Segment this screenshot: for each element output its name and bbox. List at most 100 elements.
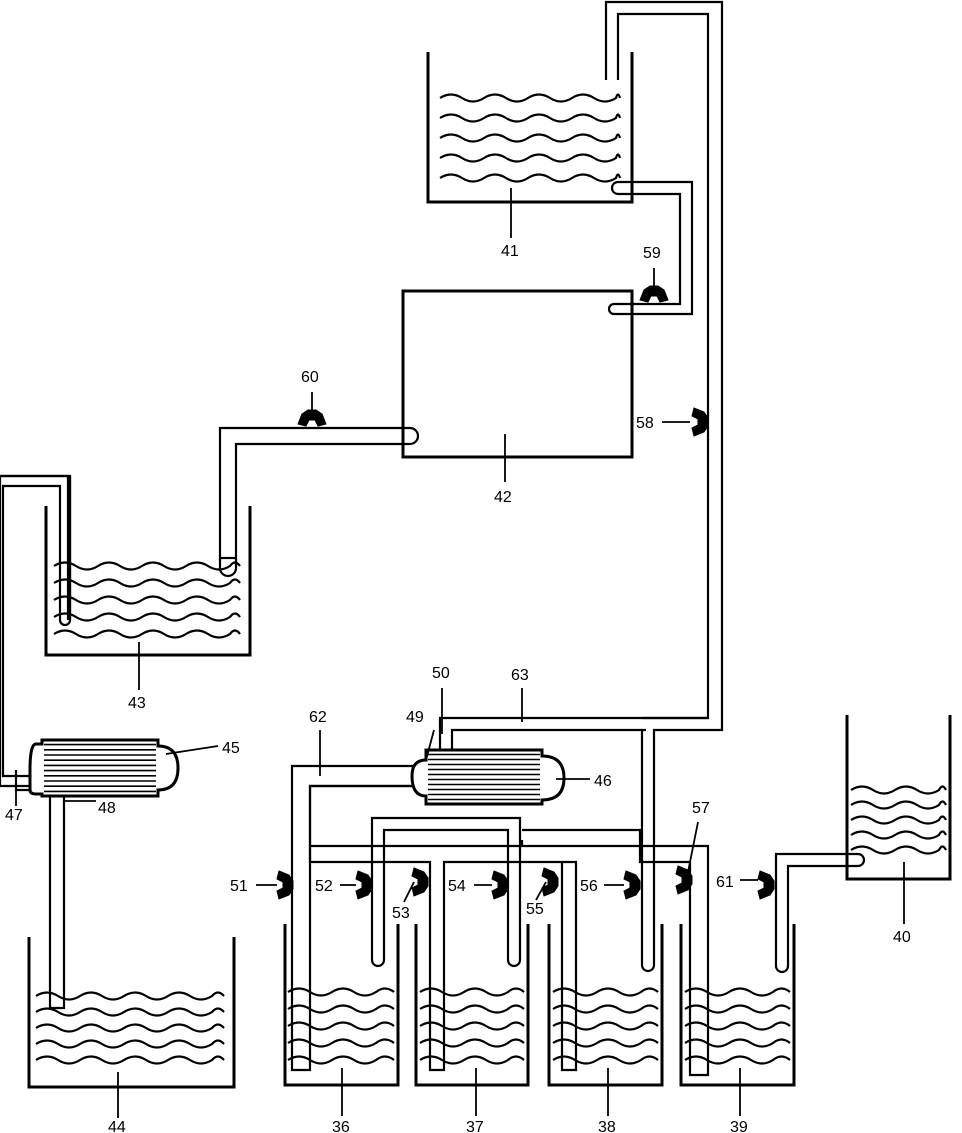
valve-60[interactable] <box>297 409 327 427</box>
pipe-manifold <box>308 784 710 1077</box>
pipe-end <box>409 426 420 446</box>
wave-line <box>287 1055 395 1065</box>
wave-line <box>684 1004 791 1014</box>
label-49: 49 <box>406 709 424 726</box>
wave-line <box>552 1055 659 1065</box>
pipe-48 <box>48 790 66 1010</box>
pipe-42-to-43 <box>218 426 410 578</box>
tank-37 <box>414 924 530 1087</box>
wave-line <box>35 1023 225 1033</box>
wave-line <box>419 1004 525 1014</box>
wave-line <box>53 612 241 622</box>
valve-58[interactable] <box>691 407 709 437</box>
valve-61[interactable] <box>757 870 775 900</box>
wave-line <box>35 1007 225 1017</box>
wave-line <box>850 800 947 810</box>
label-36: 36 <box>332 1119 350 1133</box>
wave-line <box>35 1039 225 1049</box>
wave-line <box>419 1038 525 1048</box>
label-47: 47 <box>5 807 23 824</box>
labels: 41 42 43 44 36 37 38 39 40 45 46 47 48 4… <box>5 243 911 1133</box>
label-55: 55 <box>526 901 544 918</box>
valve-icon <box>541 867 559 897</box>
label-41: 41 <box>501 243 519 260</box>
wave-line <box>684 1021 791 1031</box>
wave-line <box>684 1038 791 1048</box>
label-48: 48 <box>98 800 116 817</box>
pipe-main-return <box>604 0 724 973</box>
wave-line <box>552 1004 659 1014</box>
wave-line <box>287 987 395 997</box>
label-50: 50 <box>432 665 450 682</box>
liquid-wave-icon <box>684 987 791 1065</box>
valve-53[interactable] <box>411 867 429 897</box>
wave-line <box>419 1021 525 1031</box>
wave-line <box>850 830 947 840</box>
wave-line <box>53 629 241 639</box>
wave-line <box>35 1055 225 1065</box>
wave-line <box>850 785 947 795</box>
label-57: 57 <box>692 800 710 817</box>
valve-55[interactable] <box>541 867 559 897</box>
tank-40 <box>845 715 952 881</box>
valve-52[interactable] <box>355 870 373 900</box>
valve-icon <box>491 870 509 900</box>
wave-line <box>439 173 622 183</box>
liquid-wave-icon <box>287 987 395 1065</box>
label-46: 46 <box>594 773 612 790</box>
pipe-43-to-45-b <box>0 474 72 788</box>
label-51: 51 <box>230 878 248 895</box>
valve-51[interactable] <box>276 870 294 900</box>
wave-line <box>287 1021 395 1031</box>
pipe-43-to-45 <box>0 474 72 778</box>
wave-line <box>552 1021 659 1031</box>
label-40: 40 <box>893 929 911 946</box>
wave-line <box>419 987 525 997</box>
valve-59[interactable] <box>639 285 669 303</box>
label-44: 44 <box>108 1119 126 1133</box>
valve-icon <box>691 407 709 437</box>
label-56: 56 <box>580 878 598 895</box>
label-59: 59 <box>643 245 661 262</box>
valve-icon <box>297 409 327 427</box>
liquid-wave-icon <box>850 785 947 855</box>
label-53: 53 <box>392 905 410 922</box>
label-37: 37 <box>466 1119 484 1133</box>
pipe-end <box>607 180 619 316</box>
valve-icon <box>411 867 429 897</box>
liquid-wave-icon <box>419 987 525 1065</box>
label-52: 52 <box>315 878 333 895</box>
label-39: 39 <box>730 1119 748 1133</box>
valve-57[interactable] <box>675 865 693 895</box>
wave-line <box>439 93 622 103</box>
label-60: 60 <box>301 369 319 386</box>
tank-41 <box>426 52 634 204</box>
label-38: 38 <box>598 1119 616 1133</box>
tank-39 <box>679 924 796 1087</box>
wave-line <box>53 595 241 605</box>
label-42: 42 <box>494 489 512 506</box>
label-61: 61 <box>716 874 734 891</box>
wave-line <box>552 987 659 997</box>
wave-line <box>552 1038 659 1048</box>
wave-line <box>53 561 241 571</box>
filter-cartridge-icon <box>28 738 180 798</box>
label-62: 62 <box>309 709 327 726</box>
label-43: 43 <box>128 695 146 712</box>
valve-56[interactable] <box>623 870 641 900</box>
valve-icon <box>675 865 693 895</box>
pipe-feed-38 <box>520 828 642 846</box>
pipe-63 <box>438 716 708 752</box>
valve-icon <box>355 870 373 900</box>
label-45: 45 <box>222 740 240 757</box>
wave-line <box>684 1055 791 1065</box>
tank-43 <box>44 506 252 657</box>
wave-line <box>684 987 791 997</box>
liquid-wave-icon <box>439 93 622 183</box>
valve-54[interactable] <box>491 870 509 900</box>
label-63: 63 <box>511 667 529 684</box>
vessel-42 <box>401 289 634 459</box>
liquid-wave-icon <box>552 987 659 1065</box>
wave-line <box>850 845 947 855</box>
